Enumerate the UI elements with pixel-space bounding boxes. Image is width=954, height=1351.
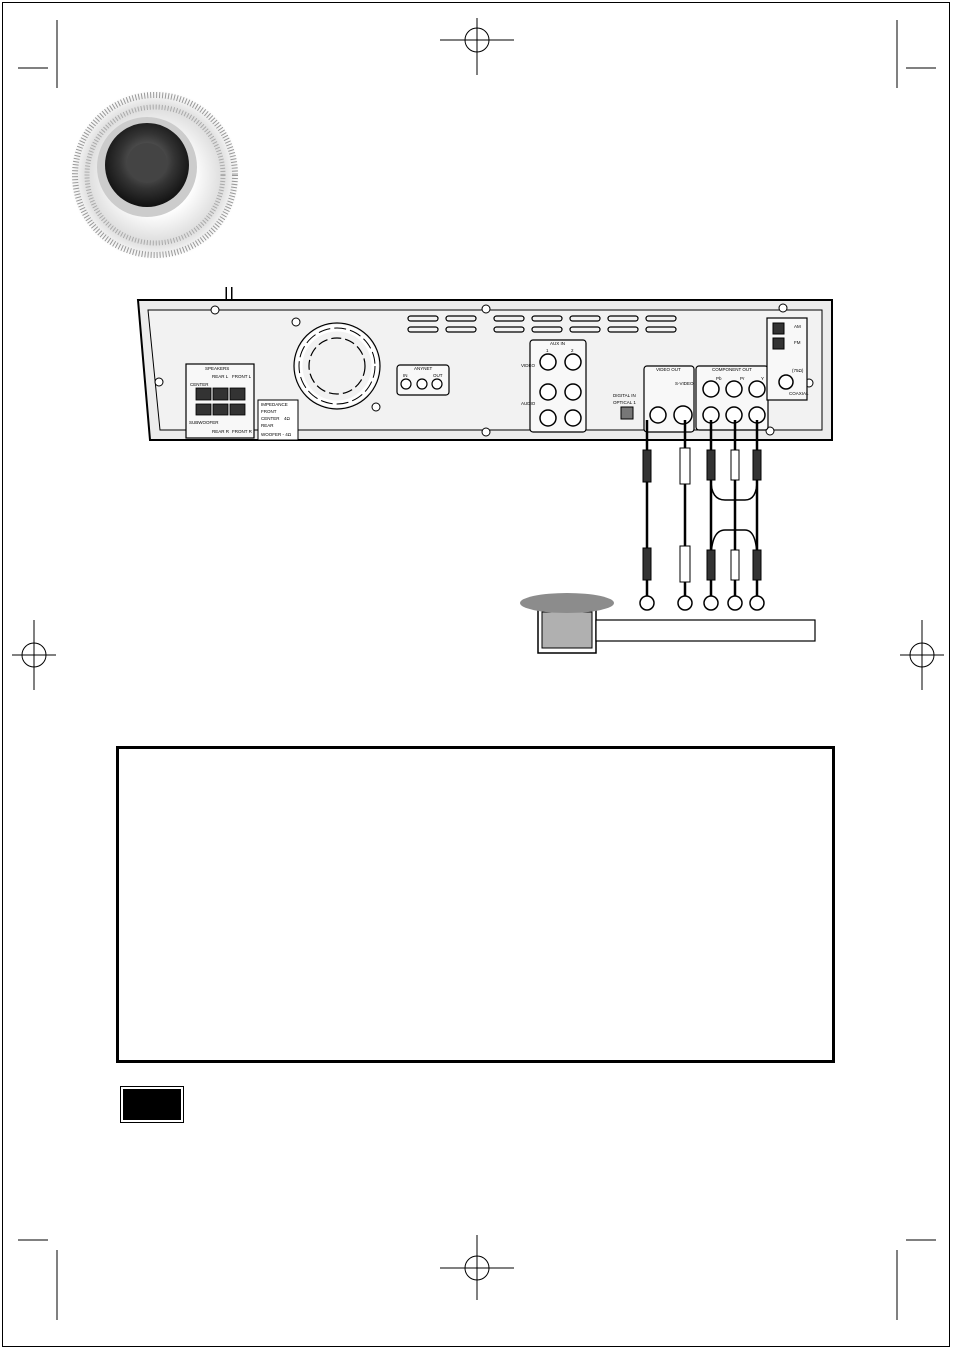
label-component-out: COMPONENT OUT <box>712 367 752 372</box>
label-center: CENTER <box>190 382 209 387</box>
label-impedance: IMPEDANCE <box>261 402 288 407</box>
label-video-out: VIDEO OUT <box>656 367 681 372</box>
label-anynet-in: IN <box>403 373 408 378</box>
label-coaxial: COAXIAL <box>789 391 809 396</box>
label-front-l: FRONT L <box>232 374 252 379</box>
label-aux-in: AUX IN <box>550 341 565 346</box>
label-rear-r: REAR R <box>212 429 230 434</box>
label-digital-in: DIGITAL IN <box>613 393 636 398</box>
label-fm75: (75Ω) <box>792 368 804 373</box>
label-video: VIDEO <box>521 363 536 368</box>
label-pr: Pr <box>740 376 745 381</box>
label-rear-l: REAR L <box>212 374 229 379</box>
label-subwoofer: SUBWOOFER <box>189 420 219 425</box>
rear-panel-diagram: SPEAKERS CENTER REAR L FRONT L SUBWOOFER… <box>136 287 833 654</box>
label-imp-woofer: WOOFER - 4Ω <box>261 432 292 437</box>
disc-logo <box>70 90 240 260</box>
label-audio: AUDIO <box>521 401 536 406</box>
label-imp-front: FRONT <box>261 409 277 414</box>
label-y: Y <box>761 376 764 381</box>
label-fm: FM <box>794 340 801 345</box>
label-optical: OPTICAL 1 <box>613 400 636 405</box>
note-box <box>116 746 835 1063</box>
note-badge <box>120 1086 184 1123</box>
label-imp-4ohm: 4Ω <box>284 416 291 421</box>
label-imp-center: CENTER <box>261 416 280 421</box>
label-aux-1: 1 <box>546 348 549 353</box>
label-front-r: FRONT R <box>232 429 253 434</box>
label-anynet: ANYNET <box>414 366 433 371</box>
label-aux-2: 2 <box>571 348 574 353</box>
label-imp-rear: REAR <box>261 423 274 428</box>
label-svideo: S-VIDEO <box>675 381 694 386</box>
label-speakers: SPEAKERS <box>205 366 229 371</box>
label-anynet-out: OUT <box>433 373 443 378</box>
label-am: AM <box>794 324 801 329</box>
label-pb: Pb <box>716 376 722 381</box>
